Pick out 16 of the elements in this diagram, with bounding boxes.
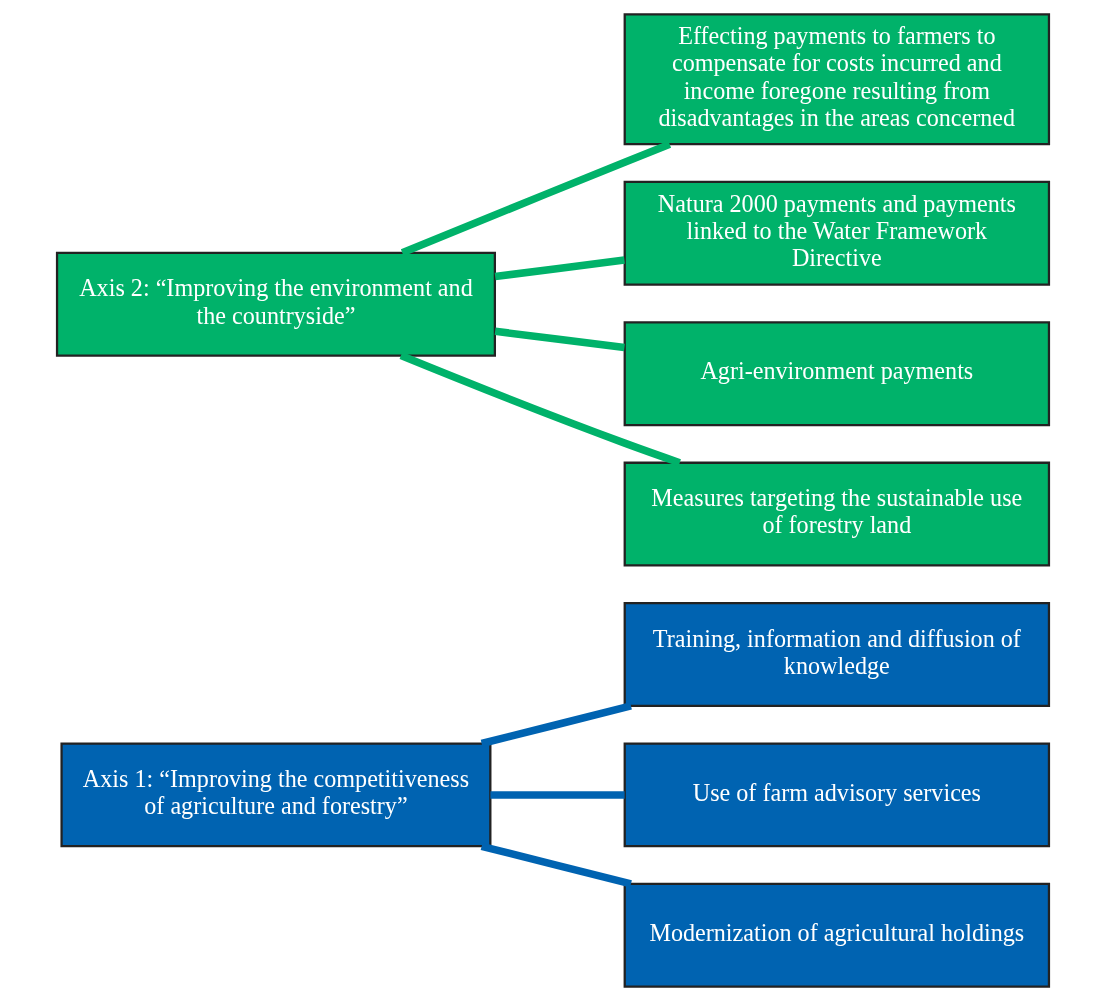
connector xyxy=(480,702,632,748)
node-box: Measures targeting the sustainable use of forestry land xyxy=(623,461,1050,567)
node-box: Effecting payments to farmers to compensate for costs incurred and income foregone resulting from disadvantages in the areas concerned xyxy=(623,13,1050,146)
connector xyxy=(494,327,625,352)
node-box: Axis 2: “Improving the environment and the countryside” xyxy=(55,251,496,357)
node-box: Agri-environment payments xyxy=(623,321,1050,427)
node-box: Modernization of agricultural holdings xyxy=(623,882,1050,988)
node-box: Natura 2000 payments and payments linked to the Water Framework Directive xyxy=(623,180,1050,286)
node-box: Use of farm advisory services xyxy=(623,742,1050,848)
connector xyxy=(489,791,625,799)
connector xyxy=(480,842,632,888)
node-box: Training, information and diffusion of knowledge xyxy=(623,602,1050,707)
node-box: Axis 1: “Improving the competitiveness of agriculture and forestry” xyxy=(59,742,491,848)
connector xyxy=(494,256,625,281)
connector xyxy=(399,352,681,467)
connector xyxy=(400,140,671,257)
